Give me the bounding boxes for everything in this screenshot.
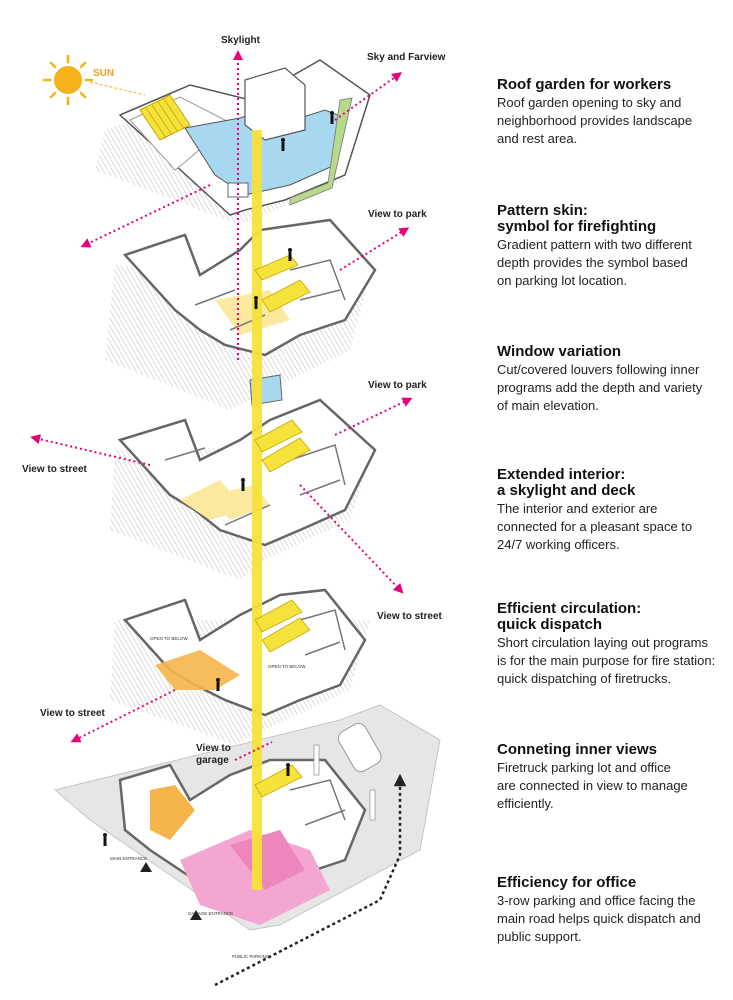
skylight-label: Skylight (221, 35, 261, 46)
people-figures (103, 111, 334, 846)
view-to-street-arrow-lower (70, 689, 176, 743)
view-to-garage-arrow (234, 741, 273, 761)
sun-ray-line (89, 81, 146, 96)
public-parking-label: PUBLIC PARKING (232, 954, 270, 959)
view-to-street-label-right: View to street (377, 611, 443, 622)
level-4-floor (105, 218, 377, 410)
roof-level (95, 59, 371, 225)
entrance-arrow-icon (140, 862, 152, 872)
feature-description: 3-row parking and office facing the main… (497, 893, 701, 944)
level-3-floor (110, 398, 377, 580)
sun-icon (42, 54, 94, 106)
public-parking-path (214, 773, 407, 987)
view-arrows (30, 50, 413, 761)
feature-description: The interior and exterior are connected … (497, 501, 693, 552)
feature-inner-views: Conneting inner views Firetruck parking … (497, 742, 733, 813)
feature-title: Roof garden for workers (497, 76, 672, 93)
roof-left-arrow (80, 184, 211, 248)
feature-title: Pattern skin: symbol for firefighting (497, 202, 657, 235)
view-to-street-arrow-right (299, 484, 404, 594)
feature-pattern-skin: Pattern skin: symbol for firefighting Gr… (497, 203, 733, 290)
feature-description: Short circulation laying out programs is… (497, 635, 716, 686)
feature-window-variation: Window variation Cut/covered louvers fol… (497, 344, 733, 415)
feature-roof-garden: Roof garden for workers Roof garden open… (497, 77, 733, 148)
view-to-park-label-2: View to park (368, 380, 427, 391)
feature-extended-interior: Extended interior: a skylight and deck T… (497, 467, 733, 554)
view-to-street-label-left: View to street (22, 464, 88, 475)
open-to-below-label-2: OPEN TO BELOW (268, 664, 306, 669)
open-to-below-label-1: OPEN TO BELOW (150, 636, 188, 641)
feature-efficient-circulation: Efficient circulation: quick dispatch Sh… (497, 601, 733, 688)
view-to-garage-line-1: View to (196, 743, 231, 754)
view-to-garage-line-2: garage (196, 755, 229, 766)
main-entrance-label: MAIN ENTRANCE (110, 856, 147, 861)
feature-description: Gradient pattern with two different dept… (497, 237, 692, 288)
level-2-floor: OPEN TO BELOW OPEN TO BELOW (110, 588, 370, 745)
feature-title: Conneting inner views (497, 741, 658, 758)
view-to-street-label-lower: View to street (40, 708, 106, 719)
garage-entrance-label: GARAGE ENTRANCE (188, 911, 233, 916)
feature-description: Firetruck parking lot and office are con… (497, 760, 688, 811)
view-to-park-arrow-2 (334, 397, 413, 436)
sky-farview-label: Sky and Farview (367, 52, 446, 63)
feature-title: Efficiency for office (497, 874, 637, 891)
feature-title: Efficient circulation: quick dispatch (497, 600, 642, 633)
circulation-stair-shaft (252, 130, 311, 890)
garage-arrow-icon (190, 910, 202, 920)
feature-office-efficiency: Efficiency for office 3-row parking and … (497, 875, 733, 946)
feature-title: Extended interior: a skylight and deck (497, 466, 636, 499)
feature-description: Roof garden opening to sky and neighborh… (497, 95, 693, 146)
feature-title: Window variation (497, 343, 622, 360)
feature-description: Cut/covered louvers following inner prog… (497, 362, 703, 413)
view-to-garage-label: View to garage (196, 743, 234, 766)
features-panel: Roof garden for workers Roof garden open… (497, 0, 733, 1000)
sun-label: SUN (93, 68, 114, 79)
ground-level: MAIN ENTRANCE GARAGE ENTRANCE PUBLIC PAR… (54, 704, 441, 987)
view-to-park-label-1: View to park (368, 209, 427, 220)
